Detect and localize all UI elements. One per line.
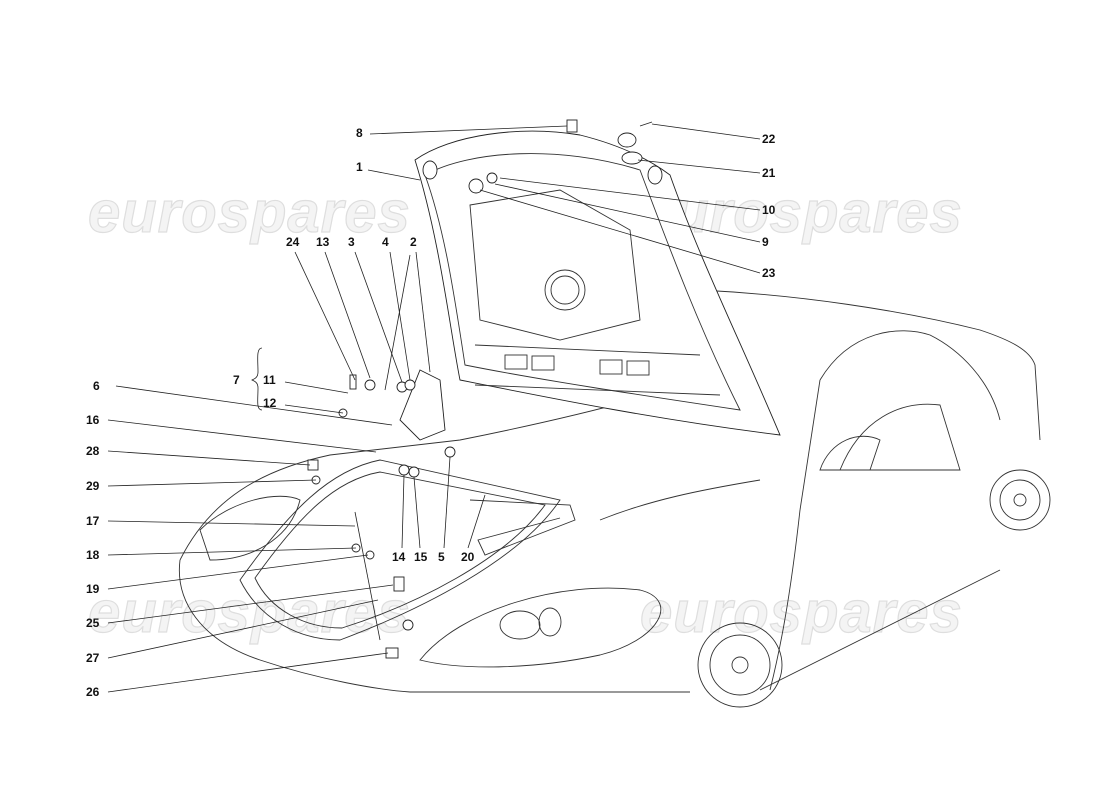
callout-label: 8: [356, 126, 363, 140]
callout-26: 26: [86, 652, 389, 699]
callout-11: 11: [263, 373, 349, 394]
leader-line: [107, 450, 311, 466]
callout-23: 23: [479, 189, 776, 280]
watermarks: eurospares eurospares eurospares eurospa…: [87, 179, 963, 645]
callout-12: 12: [263, 396, 344, 414]
callout-label: 5: [438, 550, 445, 564]
leader-line: [415, 251, 431, 373]
leader-line: [284, 381, 349, 394]
leader-line: [107, 554, 369, 590]
callout-label: 28: [86, 444, 100, 458]
callout-label: 16: [86, 413, 100, 427]
callout-29: 29: [86, 479, 317, 493]
callout-label: 23: [762, 266, 776, 280]
callout-label: 9: [762, 235, 769, 249]
leader-line: [107, 547, 357, 556]
callout-label: 4: [382, 235, 389, 249]
callout-label: 19: [86, 582, 100, 596]
leader-line: [413, 476, 421, 549]
leader-line: [479, 189, 761, 274]
callout-label: 29: [86, 479, 100, 493]
callout-28: 28: [86, 444, 311, 466]
callout-label: 21: [762, 166, 776, 180]
callout-24: 24: [286, 235, 356, 381]
leader-line: [284, 404, 344, 414]
leader-line: [494, 183, 761, 243]
callout-label: 11: [263, 373, 276, 387]
callout-13: 13: [316, 235, 371, 379]
leader-line: [499, 177, 761, 211]
leader-line: [107, 479, 317, 487]
callout-label: 17: [86, 514, 100, 528]
callout-27: 27: [86, 599, 379, 665]
callout-label: 20: [461, 550, 475, 564]
callout-14: 14: [392, 474, 406, 564]
callout-8: 8: [356, 125, 568, 140]
bonnet-vents: [504, 354, 650, 376]
callout-3: 3: [348, 235, 403, 383]
leader-line: [467, 494, 486, 549]
leader-line: [294, 251, 356, 381]
leader-line: [107, 419, 377, 453]
leader-line: [107, 520, 356, 527]
car-body-drawing: [178, 119, 1051, 708]
callout-22: 22: [651, 123, 776, 146]
leader-line: [389, 251, 411, 381]
callout-4: 4: [382, 235, 411, 381]
callout-label: 14: [392, 550, 406, 564]
callout-label: 26: [86, 685, 100, 699]
watermark: eurospares: [88, 180, 411, 245]
leader-line: [115, 385, 393, 426]
callout-label: 18: [86, 548, 100, 562]
callout-label: 15: [414, 550, 428, 564]
callout-5: 5: [438, 456, 451, 564]
watermark: eurospares: [640, 580, 963, 645]
callout-20: 20: [461, 494, 486, 564]
callout-9: 9: [494, 183, 769, 249]
callout-25: 25: [86, 584, 394, 630]
callout-label: 27: [86, 651, 100, 665]
watermark: eurospares: [88, 580, 411, 645]
callout-7: 7: [233, 373, 240, 387]
leader-line: [107, 599, 379, 659]
callout-10: 10: [499, 177, 776, 217]
callout-label: 13: [316, 235, 330, 249]
callout-16: 16: [86, 413, 377, 453]
callout-label: 1: [356, 160, 363, 174]
callout-18: 18: [86, 547, 357, 562]
callout-label: 22: [762, 132, 776, 146]
callout-2: 2: [410, 235, 431, 373]
leader-line: [324, 251, 371, 379]
leader-line: [637, 159, 761, 174]
leader-line: [443, 456, 451, 549]
callout-label: 10: [762, 203, 776, 217]
callout-label: 7: [233, 373, 240, 387]
callout-19: 19: [86, 554, 369, 596]
leader-line: [401, 474, 405, 549]
callout-1: 1: [356, 160, 421, 181]
callout-label: 24: [286, 235, 300, 249]
callout-label: 2: [410, 235, 417, 249]
callout-17: 17: [86, 514, 356, 528]
leader-line: [367, 169, 421, 181]
callout-15: 15: [413, 476, 428, 564]
leader-line: [651, 123, 761, 140]
leader-line: [107, 584, 394, 624]
callout-6: 6: [93, 379, 393, 426]
leader-line: [354, 251, 403, 383]
callout-21: 21: [637, 159, 776, 180]
callout-label: 6: [93, 379, 100, 393]
leader-line: [107, 652, 389, 693]
leader-line: [369, 125, 568, 135]
callout-label: 12: [263, 396, 277, 410]
callout-label: 3: [348, 235, 355, 249]
callout-label: 25: [86, 616, 100, 630]
